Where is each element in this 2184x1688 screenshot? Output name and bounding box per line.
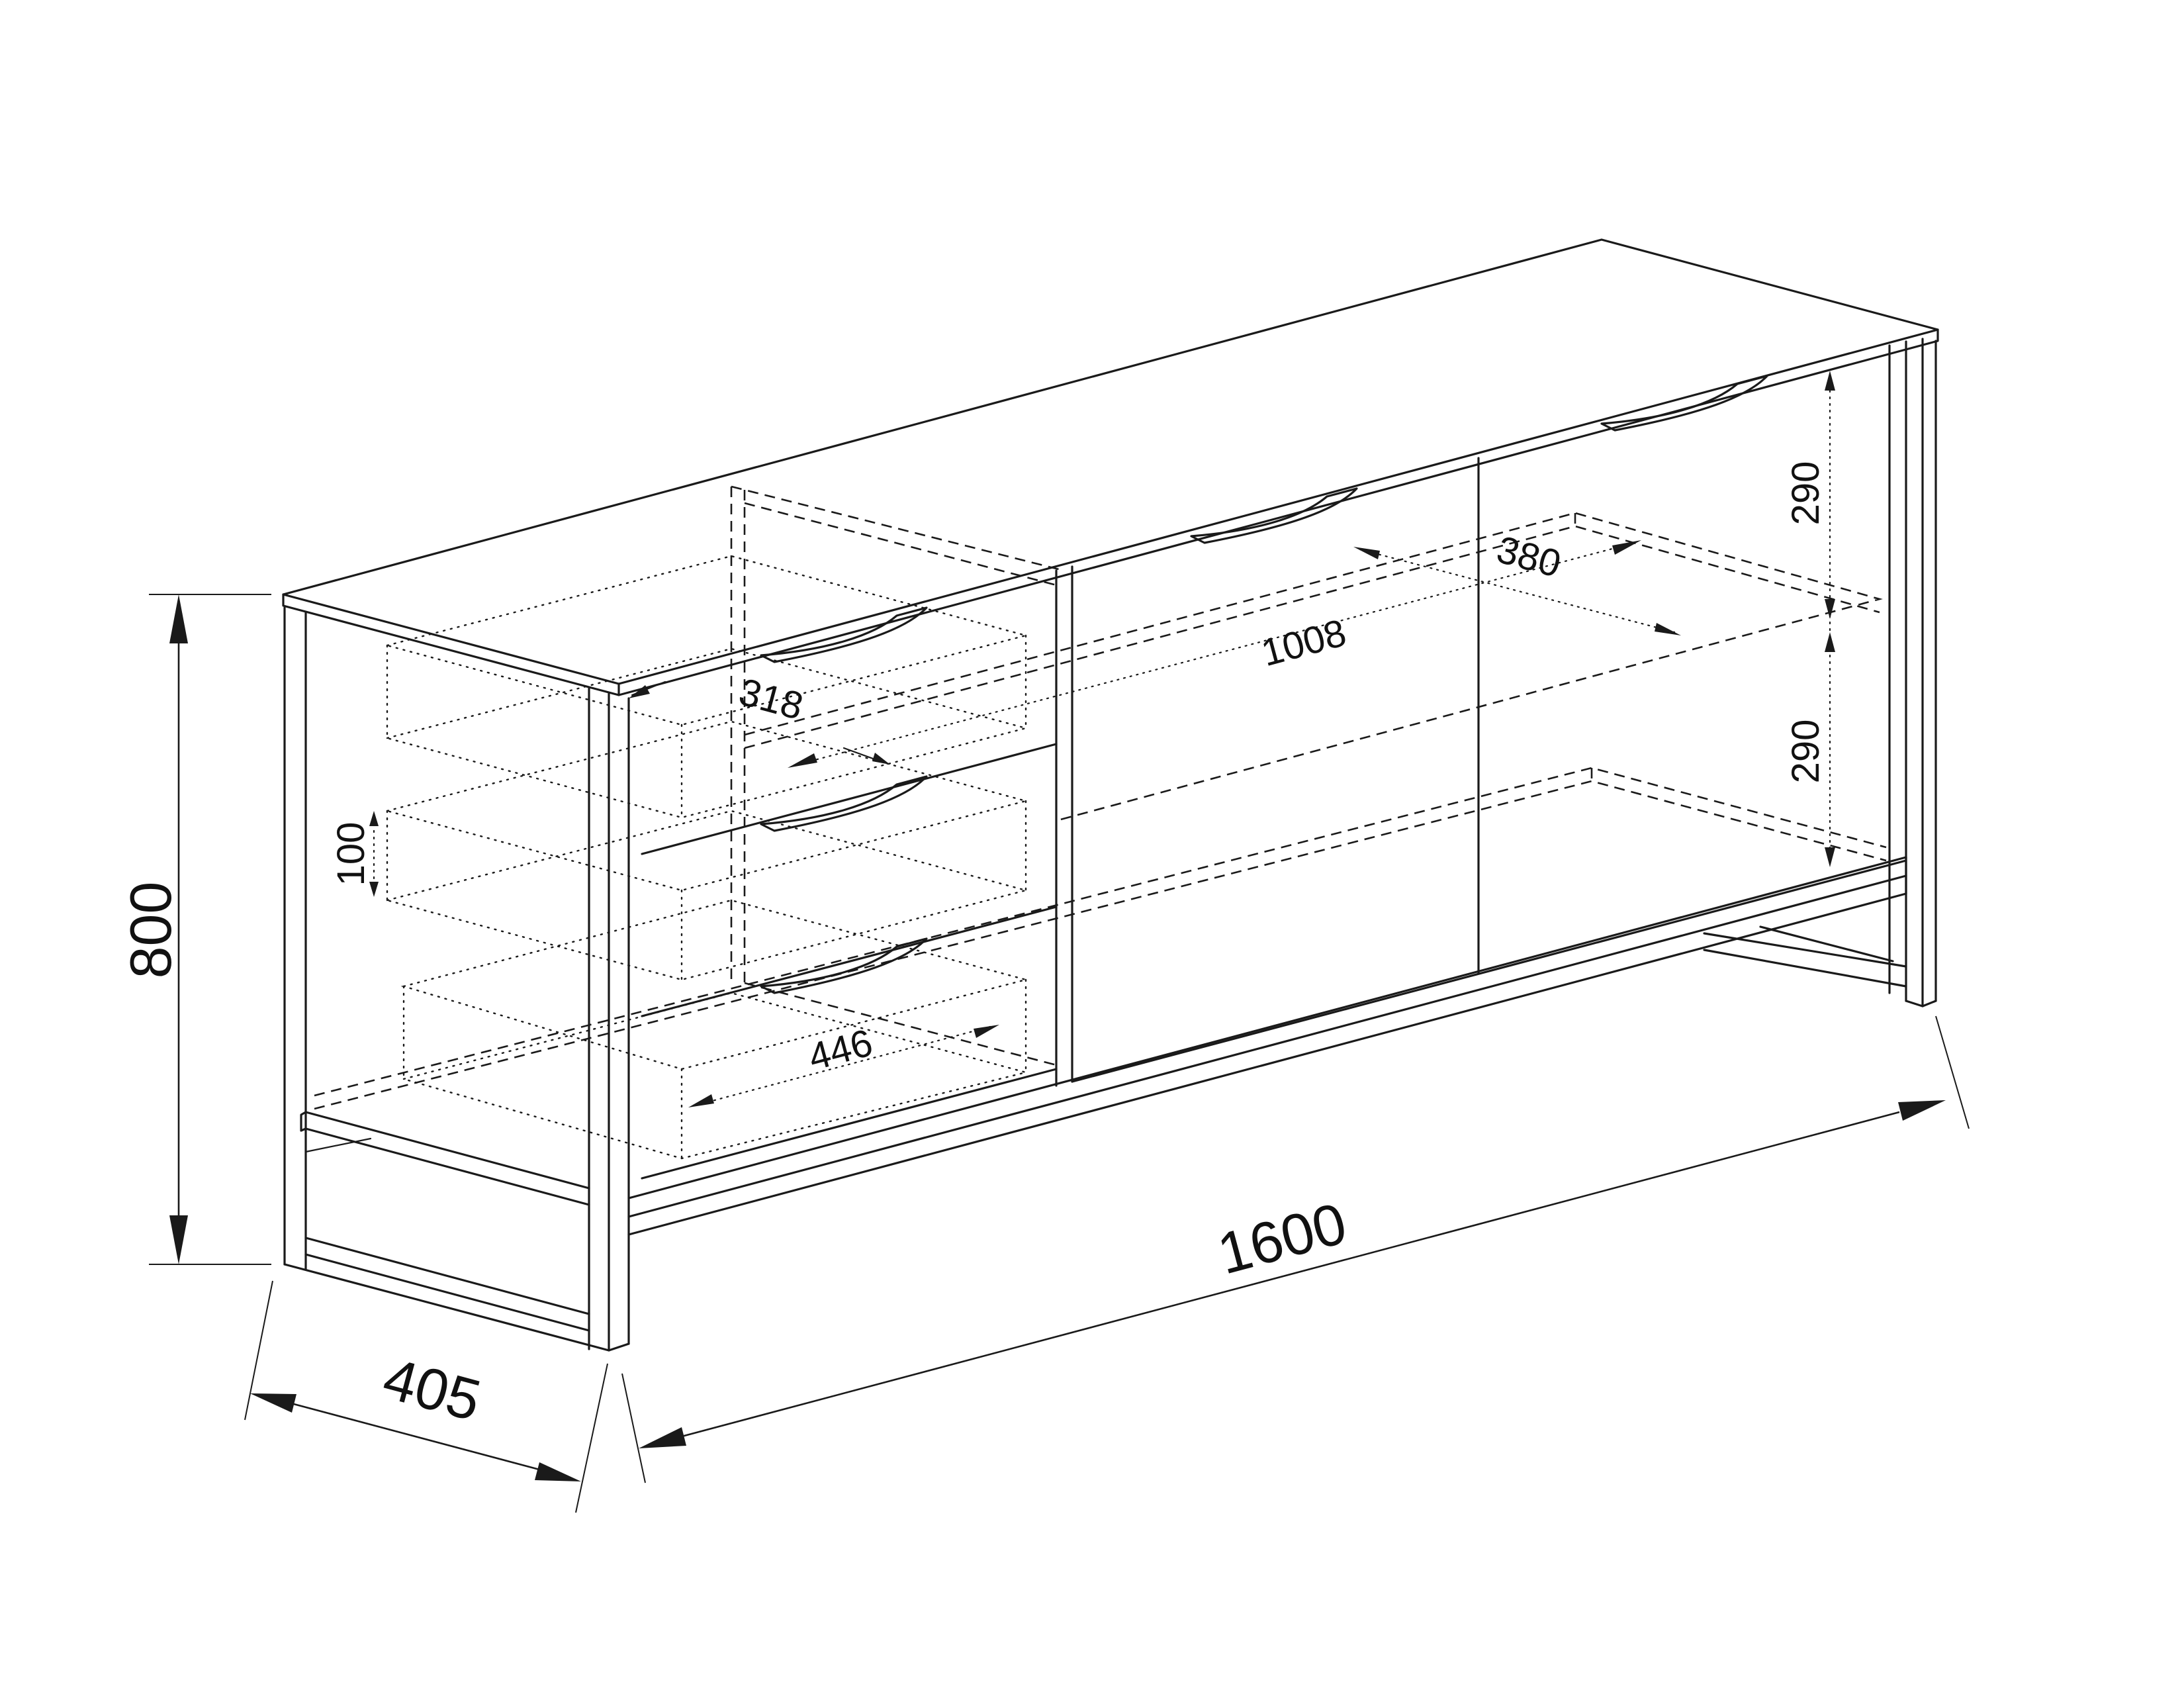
dim-width-1600: 1600 <box>1211 1190 1353 1286</box>
dim-compartment-lower-290: 290 <box>1784 720 1827 784</box>
dim-depth-405: 405 <box>377 1345 487 1434</box>
drawer-handle-2 <box>760 775 928 832</box>
drawer-handle-1 <box>760 606 928 663</box>
drawer-boxes-dotted <box>384 555 1029 1160</box>
hidden-lines <box>314 485 1887 1110</box>
handles <box>760 375 1768 994</box>
dimension-lines <box>169 371 1946 1481</box>
extension-lines <box>149 594 1970 1513</box>
front-carcass <box>627 457 1907 1236</box>
dim-shelf-depth-380: 380 <box>1492 528 1565 586</box>
top-panel <box>282 238 1939 696</box>
dim-drawer-height-318: 318 <box>735 670 807 728</box>
dim-compartment-upper-290: 290 <box>1784 461 1827 526</box>
door-handle-2 <box>1600 375 1768 432</box>
dim-height-800: 800 <box>118 882 183 979</box>
left-side-frame <box>283 606 630 1352</box>
dim-shelf-width-1008: 1008 <box>1257 611 1350 675</box>
right-side-frame <box>1703 338 1937 1008</box>
dim-drawer-depth-446: 446 <box>804 1021 877 1079</box>
dim-drawer-inner-100: 100 <box>330 822 373 886</box>
door-handle-1 <box>1190 487 1358 544</box>
